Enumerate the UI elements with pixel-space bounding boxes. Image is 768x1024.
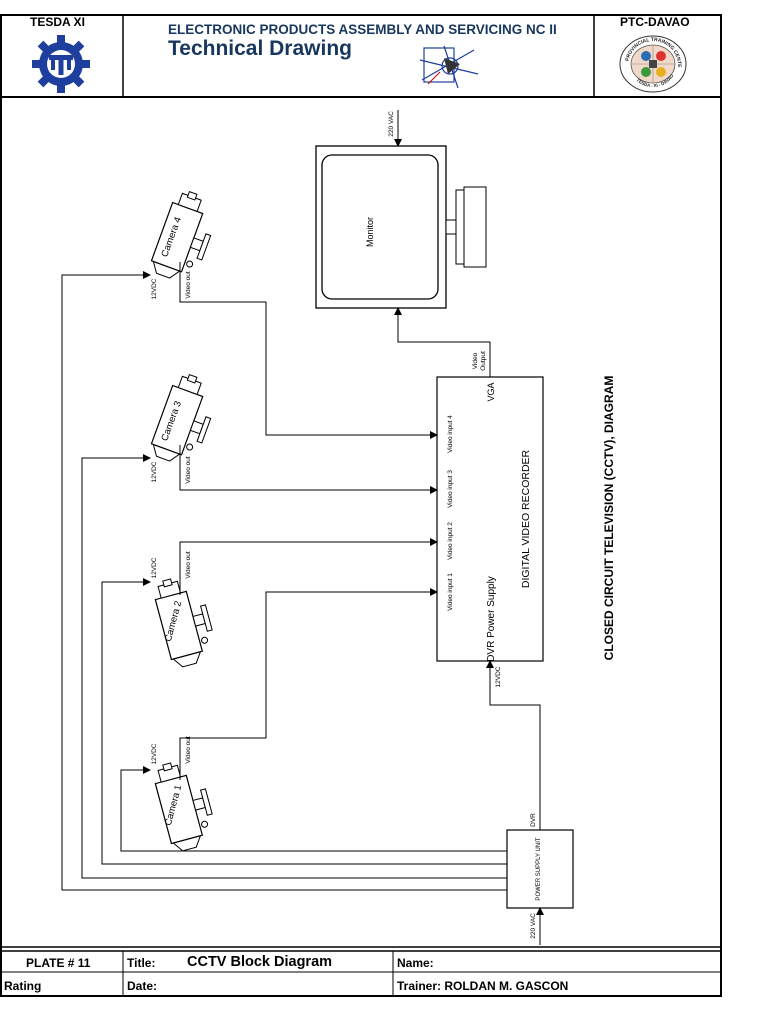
vga-label: VGA [486, 382, 496, 401]
camera-1 [150, 755, 220, 854]
title-label: Title: [127, 956, 156, 970]
camera-2 [150, 571, 220, 670]
video-output-label-2: Output [480, 351, 487, 371]
date-label: Date: [127, 979, 158, 993]
dvr-power-supply-label: DVR Power Supply [486, 576, 497, 662]
video-input-3-label: Video input 3 [447, 470, 454, 508]
camera-3-power-label: 12VDC [151, 461, 158, 482]
camera-1-power-label: 12VDC [151, 743, 158, 764]
plate-number: PLATE # 11 [26, 956, 91, 970]
rating-label: Rating [4, 979, 42, 993]
tesda-gear-logo [32, 35, 90, 93]
monitor-power-label: 220 VAC [388, 111, 395, 137]
dvr-box [436, 376, 544, 662]
camera-1-video-label: Video out [185, 736, 192, 764]
wiring [61, 110, 544, 945]
camera-2-video-label: Video out [185, 551, 192, 579]
name-label: Name: [397, 956, 434, 970]
document-title: Technical Drawing [168, 37, 352, 60]
dvr-label: DIGITAL VIDEO RECORDER [520, 449, 532, 588]
diagram-side-title: CLOSED CIRCUIT TELEVISION (CCTV), DIAGRA… [602, 376, 616, 661]
ptc-seal-logo: PROVINCIAL TRAINING CENTER TESDA - XI - … [618, 34, 687, 93]
camera-4-power-label: 12VDC [151, 278, 158, 299]
video-input-2-label: Video input 2 [447, 522, 454, 560]
camera-2-power-label: 12VDC [151, 557, 158, 578]
camera-3-video-label: Video out [185, 456, 192, 484]
video-input-1-label: Video input 1 [447, 573, 454, 611]
drafting-compass-icon [419, 45, 479, 89]
course-title: ELECTRONIC PRODUCTS ASSEMBLY AND SERVICI… [168, 22, 557, 37]
video-input-4-label: Video input 4 [447, 415, 454, 453]
right-org-label: PTC-DAVAO [620, 15, 690, 29]
dvr-12vdc-label: 12VDC [495, 666, 502, 687]
power-supply-unit-box [506, 829, 574, 909]
psu-dvr-label: DVR [530, 813, 537, 827]
monitor [315, 145, 487, 309]
title-value: CCTV Block Diagram [187, 954, 333, 970]
left-org-label: TESDA XI [30, 15, 85, 29]
monitor-label: Monitor [365, 217, 375, 247]
camera-3 [147, 369, 223, 470]
psu-220vac-label: 220 VAC [530, 913, 537, 939]
camera-4-video-label: Video out [185, 271, 192, 299]
psu-label: POWER SUPPLY UNIT [536, 837, 542, 900]
trainer-label: Trainer: ROLDAN M. GASCON [397, 979, 569, 993]
video-output-label-1: Video [472, 352, 479, 369]
